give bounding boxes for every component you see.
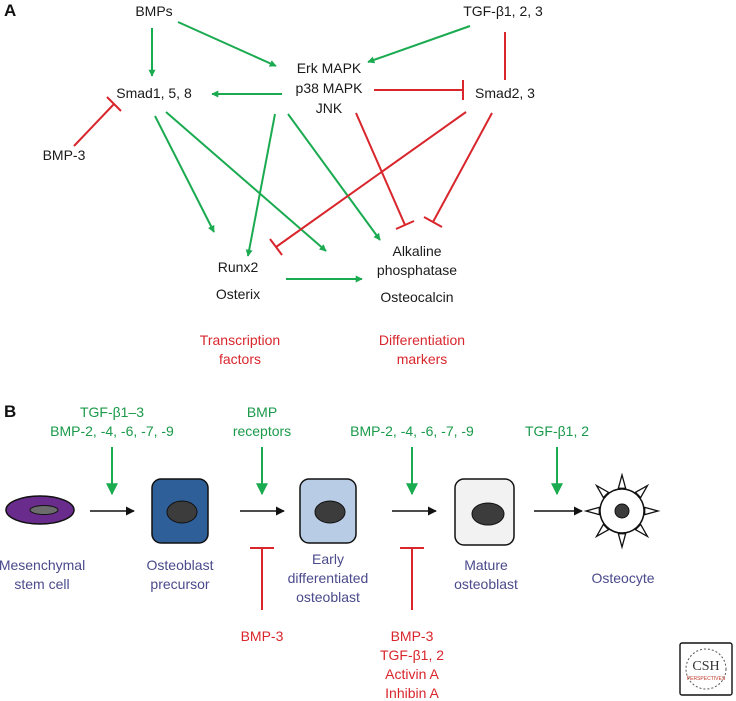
stage-early: Early	[312, 551, 344, 567]
node-bmps: BMPs	[135, 3, 172, 19]
panel-b-label: B	[4, 402, 16, 421]
osteocyte-process	[583, 506, 600, 516]
inhibitor-activin-a: Activin A	[385, 666, 439, 682]
inhibit-smad23-runx2-bar	[269, 238, 283, 256]
stage-precursor: precursor	[150, 576, 209, 592]
arrow-mapk-alp	[287, 113, 381, 241]
stage-mature-osteoblast: osteoblast	[454, 576, 518, 592]
node-jnk: JNK	[316, 100, 343, 116]
mature-osteoblast-cell	[454, 478, 515, 546]
logo-perspectives-text: PERSPECTIVES	[687, 676, 726, 682]
group-factors: factors	[219, 351, 261, 367]
group-differentiation: Differentiation	[379, 332, 465, 348]
node-osterix: Osterix	[216, 286, 260, 302]
arrow-bmps-mapk	[177, 21, 277, 67]
inhibitor-inhibin-a: Inhibin A	[385, 685, 439, 701]
inhibit-smad23-runx2	[275, 111, 467, 248]
inhibit-mapk-alp	[355, 112, 406, 226]
stage-early-osteoblast: osteoblast	[296, 589, 360, 605]
stimulator-receptors: receptors	[233, 423, 291, 439]
group-markers: markers	[397, 351, 448, 367]
osteocyte-process	[594, 523, 610, 539]
osteocyte-process	[634, 483, 650, 499]
csh-perspectives-logo: CSH PERSPECTIVES	[679, 642, 733, 696]
stage-mature: Mature	[464, 557, 508, 573]
osteocyte-process	[594, 483, 610, 499]
arrow-smad158-alp	[165, 111, 327, 252]
node-smad158: Smad1, 5, 8	[116, 85, 192, 101]
node-bmp3: BMP-3	[43, 147, 86, 163]
mesenchymal-stem-cell	[5, 495, 75, 525]
stimulator-tgf-beta13: TGF-β1–3	[80, 404, 144, 420]
osteocyte-process	[617, 533, 627, 550]
stage-differentiated: differentiated	[288, 570, 369, 586]
stimulator-bmp: BMP	[247, 404, 277, 420]
arrow-tgf-mapk	[367, 25, 471, 64]
stage-osteocyte: Osteocyte	[591, 570, 654, 586]
osteocyte-process	[644, 506, 661, 516]
inhibit-bmp3-smad158	[73, 103, 115, 147]
osteocyte-process	[617, 472, 627, 489]
osteoblast-precursor-cell	[151, 478, 209, 544]
osteocyte-processes	[583, 472, 661, 550]
node-tgf-beta: TGF-β1, 2, 3	[463, 3, 543, 19]
group-transcription: Transcription	[200, 332, 280, 348]
node-alkaline: Alkaline	[392, 243, 441, 259]
early-differentiated-osteoblast-cell	[299, 478, 357, 544]
node-smad23: Smad2, 3	[475, 85, 535, 101]
inhibitor-bmp3: BMP-3	[241, 628, 284, 644]
stimulator-bmp-list: BMP-2, -4, -6, -7, -9	[50, 423, 174, 439]
node-osteocalcin: Osteocalcin	[380, 289, 453, 305]
stage-osteoblast: Osteoblast	[147, 557, 214, 573]
node-phosphatase: phosphatase	[377, 262, 457, 278]
inhibit-smad23-alp	[432, 112, 493, 223]
inhibit-mapk-alp-bar	[395, 220, 415, 230]
panel-a: A BMPs TGF-β1, 2, 3 Erk MAPK p38 MAPK JN…	[4, 1, 543, 367]
stimulator-tgf-beta12: TGF-β1, 2	[525, 423, 589, 439]
stage-stem-cell: stem cell	[14, 576, 69, 592]
panel-b: B TGF-β1–3 BMP-2, -4, -6, -7, -9 BMP rec…	[0, 402, 661, 701]
stage-mesenchymal: Mesenchymal	[0, 557, 85, 573]
node-erk-mapk: Erk MAPK	[297, 60, 362, 76]
arrow-smad158-runx2	[154, 115, 215, 233]
node-runx2: Runx2	[218, 259, 259, 275]
logo-csh-text: CSH	[692, 659, 719, 674]
inhibit-smad23-alp-bar	[423, 216, 443, 228]
arrow-mapk-runx2	[245, 113, 276, 257]
stimulator-bmp-list-2: BMP-2, -4, -6, -7, -9	[350, 423, 474, 439]
node-p38-mapk: p38 MAPK	[296, 80, 364, 96]
osteocyte-process	[634, 523, 650, 539]
inhibitor-tgf-beta12: TGF-β1, 2	[380, 647, 444, 663]
inhibitor-bmp3-2: BMP-3	[391, 628, 434, 644]
osteocyte-cell	[583, 472, 661, 550]
inhibit-bmp3-smad158-bar	[106, 96, 122, 112]
panel-a-label: A	[4, 1, 16, 20]
